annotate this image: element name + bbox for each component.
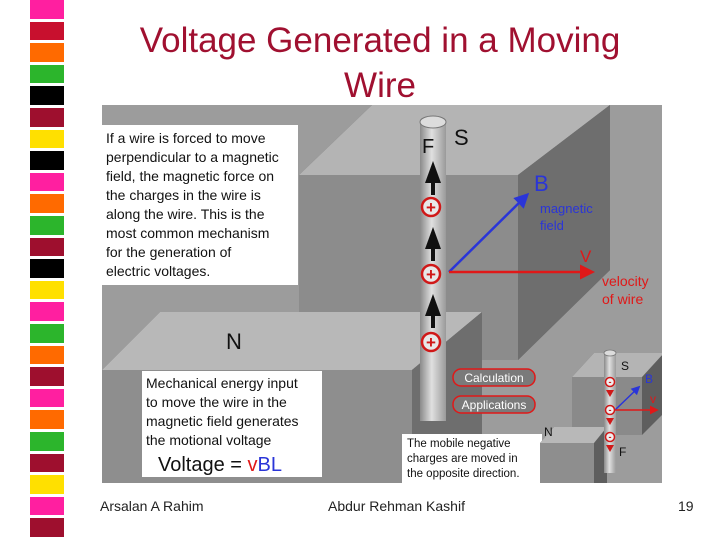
stripe-segment — [30, 518, 64, 537]
stripe-segment — [30, 64, 64, 84]
intro-text-box — [102, 125, 298, 285]
force-arrow-shaft — [431, 249, 435, 261]
energy-line: the motional voltage — [146, 432, 272, 448]
stripe-segment — [30, 453, 64, 473]
inset-field-arrow — [614, 385, 641, 411]
negative-charge-icon: - — [604, 431, 616, 443]
intro-line: most common mechanism — [106, 225, 269, 241]
velocity-label: velocity — [602, 273, 649, 289]
stripe-segment — [30, 151, 64, 170]
stripe-segment — [30, 259, 64, 278]
mobile-charges-line: the opposite direction. — [407, 468, 520, 480]
calculation-button-label: Calculation — [464, 371, 523, 385]
intro-line: field, the magnetic force on — [106, 168, 274, 184]
energy-text-box — [142, 371, 322, 477]
slide-title-line-2: Wire — [344, 66, 416, 105]
negative-charge-icon: - — [604, 404, 616, 416]
formula-v: v — [248, 454, 258, 476]
mobile-charges-text-box — [402, 434, 542, 483]
magnetic-field-b-label: B — [534, 171, 549, 196]
inset-south-label: S — [621, 359, 629, 373]
plus-sign: + — [426, 333, 436, 352]
stripe-segment — [30, 0, 64, 19]
minus-sign: - — [609, 432, 612, 442]
stripe-segment — [30, 410, 64, 429]
south-magnet-block — [299, 105, 610, 360]
stripe-segment — [30, 237, 64, 257]
stripe-segment — [30, 86, 64, 105]
minus-sign: - — [609, 405, 612, 415]
formula-bl: BL — [258, 454, 282, 476]
mobile-charges-line: The mobile negative — [407, 438, 511, 450]
stripe-segment — [30, 129, 64, 149]
applications-button[interactable]: Applications — [452, 395, 536, 414]
force-arrow-shaft — [431, 183, 435, 195]
applications-button-label: Applications — [462, 398, 527, 412]
velocity-v-label: V — [580, 247, 592, 266]
north-pole-label: N — [226, 329, 242, 354]
stripe-segment — [30, 21, 64, 41]
plus-sign: + — [426, 198, 436, 217]
calculation-button[interactable]: Calculation — [452, 368, 536, 387]
magnetic-field-arrow — [448, 192, 530, 273]
positive-charge-icon: + — [420, 331, 442, 353]
force-arrow-shaft — [431, 316, 435, 328]
intro-line: for the generation of — [106, 244, 231, 260]
stripe-segment — [30, 172, 64, 192]
south-pole-label: S — [454, 125, 469, 150]
stripe-segment — [30, 475, 64, 494]
inset-force-label: F — [619, 445, 626, 459]
intro-line: perpendicular to a magnetic — [106, 149, 279, 165]
stripe-segment — [30, 194, 64, 213]
inset-down-arrow-icon — [606, 390, 614, 452]
positive-charge-icon: + — [420, 196, 442, 218]
mobile-charges-line: charges are moved in — [407, 453, 518, 465]
negative-charge-icon: - — [604, 376, 616, 388]
stripe-segment — [30, 367, 64, 386]
velocity-label: of wire — [602, 291, 643, 307]
slide-title-line-1: Voltage Generated in a Moving — [139, 21, 621, 60]
stripe-segment — [30, 345, 64, 365]
stripe-segment — [30, 280, 64, 300]
force-arrow-icon — [425, 294, 441, 316]
page-number: 19 — [678, 498, 694, 514]
inset-north-label: N — [544, 425, 553, 439]
stripe-segment — [30, 324, 64, 343]
intro-line: along the wire. This is the — [106, 206, 265, 222]
magnetic-field-label: magnetic — [540, 201, 593, 216]
voltage-formula: Voltage = vBL — [158, 454, 282, 476]
slide-title: Voltage Generated in a Moving Wire — [90, 18, 670, 108]
footer-author: Arsalan A Rahim — [100, 498, 204, 514]
intro-line: the charges in the wire is — [106, 187, 261, 203]
stripe-segment — [30, 388, 64, 408]
stripe-segment — [30, 108, 64, 127]
stripe-segment — [30, 216, 64, 235]
stripe-segment — [30, 432, 64, 451]
energy-line: Mechanical energy input — [146, 375, 298, 391]
inset-diagram — [540, 349, 662, 483]
formula-prefix: Voltage = — [158, 454, 248, 476]
stripe-segment — [30, 302, 64, 321]
intro-line: electric voltages. — [106, 263, 210, 279]
energy-line: magnetic field generates — [146, 413, 299, 429]
moving-wire-diagram: If a wire is forced to move perpendicula… — [102, 105, 662, 483]
decorative-stripe-bar — [30, 0, 64, 540]
energy-line: to move the wire in the — [146, 394, 287, 410]
magnetic-field-label: field — [540, 218, 564, 233]
intro-line: If a wire is forced to move — [106, 130, 266, 146]
force-arrow-icon — [425, 161, 441, 183]
plus-sign: + — [426, 265, 436, 284]
stripe-segment — [30, 43, 64, 62]
positive-charge-icon: + — [420, 263, 442, 285]
inset-v-label: v — [650, 392, 656, 406]
force-label: F — [422, 136, 434, 158]
minus-sign: - — [609, 377, 612, 387]
force-arrow-icon — [425, 227, 441, 249]
stripe-segment — [30, 496, 64, 516]
inset-b-label: B — [645, 372, 653, 386]
footer-presenter: Abdur Rehman Kashif — [328, 498, 465, 514]
